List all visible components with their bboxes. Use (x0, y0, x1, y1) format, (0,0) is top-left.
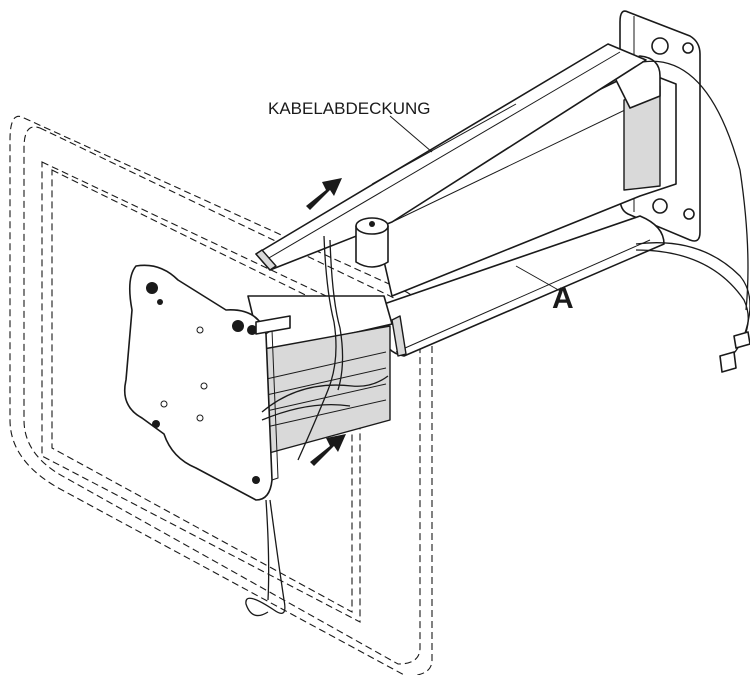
part-a-label: A (552, 282, 574, 315)
vesa-plate (123, 264, 291, 501)
cable-cover-label: KABELABDECKUNG (268, 99, 431, 118)
arrow-lower (310, 434, 346, 466)
part-a-leader (515, 265, 563, 293)
arrow-upper (306, 178, 342, 210)
lower-arm (383, 215, 665, 357)
cables (245, 60, 750, 617)
cable-cover-leader (389, 115, 433, 153)
cable-cover-channel (255, 43, 647, 271)
tilt-head (247, 295, 393, 457)
